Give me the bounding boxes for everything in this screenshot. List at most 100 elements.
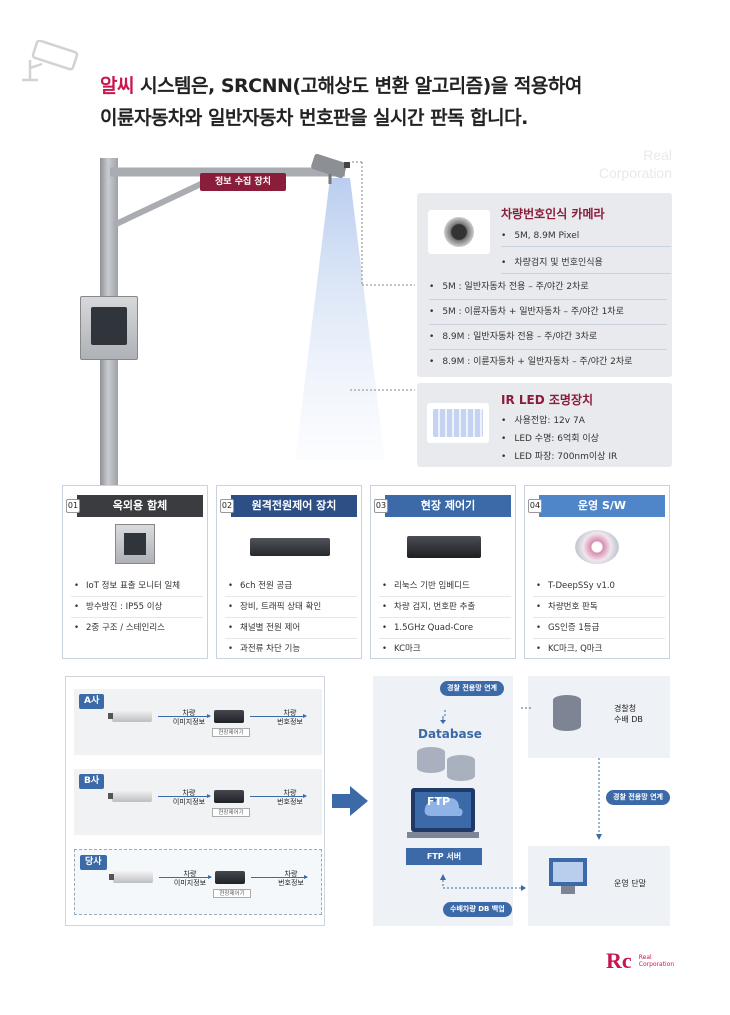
controller-device-icon: [214, 710, 244, 723]
card-outdoor-cabinet: 옥외용 함체 01 IoT 정보 표출 모니터 일체 방수방진 : IP55 이…: [62, 485, 208, 659]
police-link-top-pill: 경찰 전용망 연계: [440, 681, 504, 696]
card-item: 과전류 차단 기능: [225, 639, 357, 660]
software-disc-icon: [575, 530, 619, 564]
image-info-label: 차량 이미지정보: [172, 709, 206, 726]
card-item: GS인증 1등급: [533, 618, 665, 639]
terminal-label: 운영 단말: [614, 879, 646, 888]
company-b: B사 차량 이미지정보 현장제어기 차량 번호정보: [74, 769, 322, 835]
logo-line1: Real: [638, 954, 652, 961]
plate-info-label: 차량 번호정보: [278, 870, 304, 887]
camera-lane-row: 5M : 일반자동차 전용 – 주/야간 2차로: [429, 275, 667, 300]
controller-device-icon: [214, 790, 244, 803]
company-ours: 당사 차량 이미지정보 현장제어기 차량 번호정보: [74, 849, 322, 915]
card-item: IoT 정보 표출 모니터 일체: [71, 576, 203, 597]
company-logo: Rc Real Corporation: [606, 948, 674, 974]
card-remote-power: 원격전원제어 장치 02 6ch 전원 공급 장비, 트래픽 상태 확인 채널별…: [216, 485, 362, 659]
ftp-icon: FTP: [427, 795, 451, 808]
flow-arrow: [250, 794, 307, 798]
power-unit-icon: [250, 538, 330, 556]
db-backup-pill: 수배차량 DB 백업: [443, 902, 512, 917]
card-item: KC마크, Q마크: [533, 639, 665, 660]
card-title: 현장 제어기: [385, 495, 511, 517]
camera-lane-row: 5M : 이륜자동차 + 일반자동차 – 주/야간 1차로: [429, 300, 667, 325]
card-number: 01: [66, 499, 80, 513]
camera-lane-row: 8.9M : 일반자동차 전용 – 주/야간 3차로: [429, 325, 667, 350]
camera-spec: 차량검지 및 번호인식용: [501, 255, 671, 274]
ir-spec: 사용전압: 12v 7A: [501, 413, 585, 426]
controller-label: 현장제어기: [213, 889, 251, 898]
police-db-label: 경찰청 수배 DB: [614, 704, 643, 724]
headline-line2: 이륜자동차와 일반자동차 번호판을 실시간 판독 합니다.: [100, 107, 528, 129]
ir-spec: LED 수명: 6억회 이상: [501, 431, 599, 444]
camera-icon: [428, 210, 490, 254]
card-item: 장비, 트래픽 상태 확인: [225, 597, 357, 618]
controller-label: 현장제어기: [212, 808, 250, 817]
camera-device-icon: [108, 710, 152, 722]
camera-spec: 5M, 8.9M Pixel: [501, 231, 671, 247]
card-item: 차량 검지, 번호판 추출: [379, 597, 511, 618]
card-title: 옥외용 함체: [77, 495, 203, 517]
watermark-line2: Corporation: [598, 165, 672, 181]
police-link-right-pill: 경찰 전용망 연계: [606, 790, 670, 805]
logo-line2: Corporation: [638, 961, 675, 968]
camera-title: 차량번호인식 카메라: [501, 207, 605, 221]
watermark: Real Corporation: [599, 146, 672, 182]
controller-label: 현장제어기: [212, 728, 250, 737]
logo-mark: Rc: [606, 948, 632, 973]
pole-arm: [110, 153, 415, 460]
card-item: 6ch 전원 공급: [225, 576, 357, 597]
system-connectors: [407, 695, 602, 894]
card-operation-sw: 운영 S/W 04 T-DeepSSy v1.0 차량번호 판독 GS인증 1등…: [524, 485, 670, 659]
controller-device-icon: [215, 871, 245, 884]
flow-arrow: [158, 714, 211, 718]
cabinet-icon: [115, 524, 155, 564]
camera-device-icon: [108, 790, 152, 802]
cctv-icon: [22, 40, 79, 82]
ir-spec: LED 파장: 700nm이상 IR: [501, 449, 617, 462]
vendor-comparison: A사 차량 이미지정보 현장제어기 차량 번호정보 B사 차량 이미지정보 현장…: [65, 676, 325, 926]
camera-lane-row: 8.9M : 이륜자동차 + 일반자동차 – 주/야간 2차로: [429, 350, 667, 375]
police-db-box: [528, 676, 670, 758]
camera-device-icon: [109, 871, 153, 883]
company-badge: 당사: [80, 855, 107, 870]
card-item: 채널별 전원 제어: [225, 618, 357, 639]
company-badge: A사: [79, 694, 105, 709]
card-number: 03: [374, 499, 388, 513]
ir-led-icon: [427, 403, 489, 443]
card-title: 원격전원제어 장치: [231, 495, 357, 517]
card-number: 02: [220, 499, 234, 513]
company-badge: B사: [79, 774, 105, 789]
watermark-line1: Real: [643, 147, 672, 163]
plate-info-label: 차량 번호정보: [277, 709, 303, 726]
outdoor-cabinet: [80, 296, 138, 360]
data-collection-tag: 정보 수집 장치: [200, 173, 286, 191]
card-item: 차량번호 판독: [533, 597, 665, 618]
flow-arrow: [251, 875, 308, 879]
card-item: 리눅스 기반 임베디드: [379, 576, 511, 597]
card-number: 04: [528, 499, 542, 513]
image-info-label: 차량 이미지정보: [172, 789, 206, 806]
controller-icon: [407, 536, 481, 558]
flow-arrow: [159, 875, 212, 879]
headline: 알씨 시스템은, SRCNN(고해상도 변환 알고리즘)을 적용하여 이륜자동차…: [100, 70, 700, 134]
ftp-server-label: FTP 서버: [406, 848, 482, 865]
ir-led-panel: IR LED 조명장치 사용전압: 12v 7A LED 수명: 6억회 이상 …: [417, 383, 672, 467]
card-title: 운영 S/W: [539, 495, 665, 517]
card-item: 2중 구조 / 스테인리스: [71, 618, 203, 639]
headline-line1: 시스템은, SRCNN(고해상도 변환 알고리즘)을 적용하여: [133, 75, 582, 97]
ir-title: IR LED 조명장치: [501, 393, 594, 407]
image-info-label: 차량 이미지정보: [173, 870, 207, 887]
database-label: Database: [418, 727, 482, 741]
card-item: KC마크: [379, 639, 511, 660]
card-item: T-DeepSSy v1.0: [533, 576, 665, 597]
company-a: A사 차량 이미지정보 현장제어기 차량 번호정보: [74, 689, 322, 755]
flow-arrow: [158, 794, 211, 798]
big-arrow-icon: [332, 786, 368, 816]
plate-info-label: 차량 번호정보: [277, 789, 303, 806]
cabinet-monitor: [91, 307, 127, 345]
card-field-controller: 현장 제어기 03 리눅스 기반 임베디드 차량 검지, 번호판 추출 1.5G…: [370, 485, 516, 659]
flow-arrow: [250, 714, 307, 718]
card-item: 방수방진 : IP55 이상: [71, 597, 203, 618]
card-item: 1.5GHz Quad-Core: [379, 618, 511, 639]
camera-panel: 차량번호인식 카메라 5M, 8.9M Pixel 차량검지 및 번호인식용 5…: [417, 193, 672, 377]
